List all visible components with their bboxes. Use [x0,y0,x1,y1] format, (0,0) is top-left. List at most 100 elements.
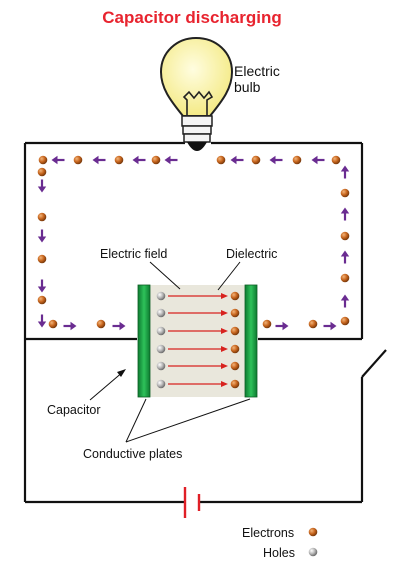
capacitor-label: Capacitor [47,403,101,417]
conductive-plates-label: Conductive plates [83,447,182,461]
flow-arrow-left [269,155,283,165]
conductive-plates-pointer-right [125,398,251,443]
light-bulb-icon [159,36,234,151]
flow-arrow-head [119,321,126,331]
flow-arrow-head [37,286,47,293]
open-switch-icon [361,349,387,378]
flow-arrow-head [269,155,276,165]
flow-arrow-left [51,155,65,165]
electric-field-label: Electric field [100,247,167,261]
flow-arrow-right [112,321,126,331]
electron-dot [216,155,226,165]
flow-arrow-up [340,250,350,264]
conductive-plate-left [137,284,151,398]
hole-dot [156,344,166,354]
legend-electron-icon [308,527,318,537]
flow-arrow-up [340,294,350,308]
electron-dot [262,319,272,329]
conductive-plates-pointer-left [125,398,147,443]
legend-electrons-label: Electrons [242,526,294,540]
flow-arrow-head [340,165,350,172]
flow-arrow-down [37,179,47,193]
field-arrow-head [221,293,228,299]
electron-dot [37,167,47,177]
electron-dot [340,188,350,198]
flow-arrow-head [330,321,337,331]
electron-dot [230,308,240,318]
electron-dot [96,319,106,329]
flow-arrow-right [63,321,77,331]
electron-dot [340,231,350,241]
electron-dot [37,212,47,222]
hole-dot [156,361,166,371]
flow-arrow-left [92,155,106,165]
capacitor-pointer [89,370,125,401]
bulb-label-line2: bulb [234,79,261,95]
flow-arrow-left [132,155,146,165]
flow-arrow-head [70,321,77,331]
field-arrow [168,346,228,352]
electron-dot [230,344,240,354]
electron-dot [251,155,261,165]
field-arrow [168,363,228,369]
conductive-plate-right [244,284,258,398]
field-arrow-head [221,381,228,387]
bulb-label-line1: Electric [234,63,280,79]
electron-dot [230,361,240,371]
flow-arrow-head [230,155,237,165]
flow-arrow-head [51,155,58,165]
hole-dot [156,326,166,336]
electron-dot [230,291,240,301]
dielectric-label: Dielectric [226,247,277,261]
electron-dot [73,155,83,165]
flow-arrow-down [37,314,47,328]
electron-dot [48,319,58,329]
circuit-wires [23,141,364,504]
electron-dot [37,254,47,264]
electron-dot [151,155,161,165]
field-arrow-head [221,346,228,352]
field-arrow [168,293,228,299]
flow-arrow-head [164,155,171,165]
battery-icon [183,487,201,518]
flow-arrow-left [230,155,244,165]
flow-arrow-head [37,321,47,328]
flow-arrow-down [37,229,47,243]
flow-arrow-head [282,321,289,331]
flow-arrow-right [275,321,289,331]
diagram-title: Capacitor discharging [102,8,281,27]
field-arrow-head [221,310,228,316]
flow-arrow-up [340,165,350,179]
electron-dot [114,155,124,165]
flow-arrow-left [311,155,325,165]
hole-dot [156,308,166,318]
dielectric-block [150,285,246,397]
hole-dot [156,291,166,301]
flow-arrow-head [311,155,318,165]
electron-dot [340,273,350,283]
flow-arrow-head [37,236,47,243]
electron-flow [37,155,350,331]
electron-dot [37,295,47,305]
field-arrow [168,381,228,387]
flow-arrow-up [340,207,350,221]
flow-arrow-left [164,155,178,165]
hole-dot [156,379,166,389]
flow-arrow-head [340,294,350,301]
electron-dot [292,155,302,165]
flow-arrow-head [340,207,350,214]
capacitor-pointer-head [117,369,126,377]
flow-arrow-right [323,321,337,331]
electric-field-lines [168,293,228,387]
flow-arrow-head [37,186,47,193]
flow-arrow-head [340,250,350,257]
electron-dot [230,379,240,389]
legend-hole-icon [308,547,318,557]
electric-field-pointer [149,261,181,290]
electron-dot [331,155,341,165]
electron-dot [230,326,240,336]
electron-dot [340,316,350,326]
field-arrow [168,328,228,334]
flow-arrow-head [132,155,139,165]
